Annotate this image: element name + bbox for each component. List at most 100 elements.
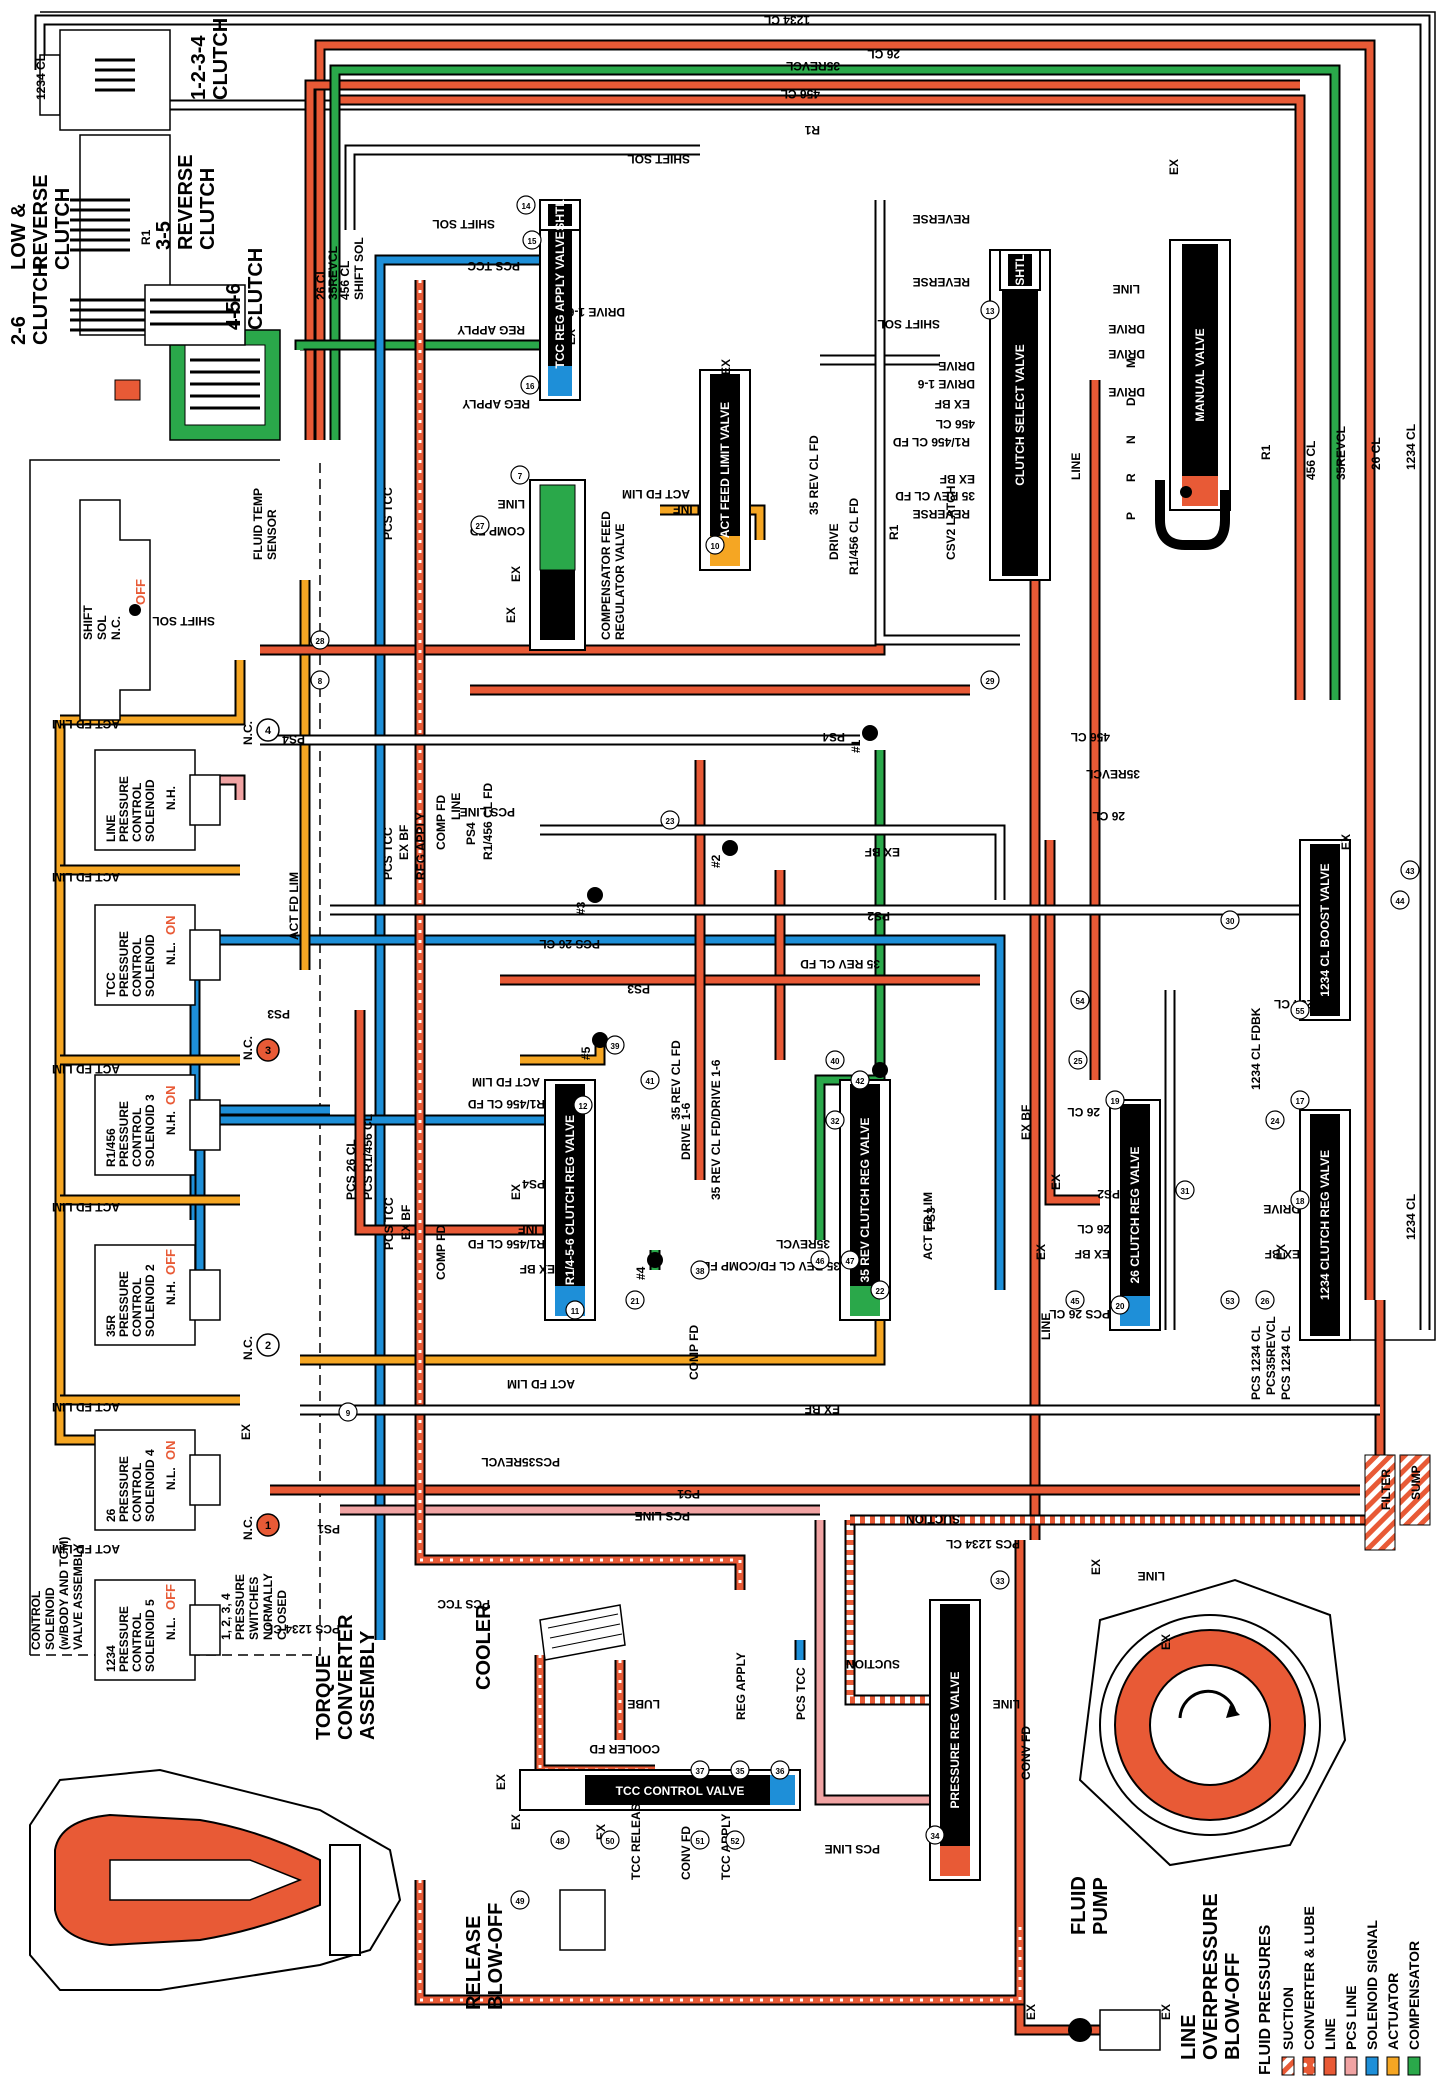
pressure-switch-num-3: 3 [265,1045,271,1057]
orifice-num-53: 53 [1226,1297,1235,1306]
passage-label-64: ACT FD LIM [52,1400,120,1414]
checkball-label-5: #5 [579,1046,593,1060]
orifice-num-16: 16 [526,382,535,391]
legend-item-actuator: ACTUATOR [1385,1973,1401,2076]
passage-vlabel-49: TCC APPLY [719,1814,733,1880]
tcc-control-valve: TCC CONTROL VALVE [519,1769,801,1811]
ex-label-7: EX [1274,1244,1288,1260]
orifice-num-25: 25 [1074,1057,1083,1066]
orifice-35: 35 [730,1760,750,1780]
orifice-num-13: 13 [986,307,995,316]
passage-vlabel-19: PCS TCC [381,827,395,880]
label-clutch-1234: 1-2-3-4CLUTCH [188,18,232,100]
legend-label-actuator: ACTUATOR [1385,1973,1401,2050]
passage-label-37: EX BF [865,845,900,859]
passage-vlabel-8: DRIVE [827,523,841,560]
line-overpressure-ball [1068,2018,1092,2042]
passage-label-24: DRIVE [1108,347,1145,361]
passage-label-15: DRIVE 1-6 [917,377,975,391]
orifice-33: 33 [990,1570,1010,1590]
orifice-37: 37 [690,1760,710,1780]
sump-box [1399,1454,1431,1526]
orifice-28: 28 [310,630,330,650]
shtl-1-label: SHTL [553,199,567,230]
ex-label-2: EX [719,359,733,375]
passage-reg-apply [414,280,746,1590]
orifice-24: 24 [1265,1110,1285,1130]
solenoid-state-3: ON [163,1086,178,1106]
passage-label-73: PCS 1234 CL [266,1622,340,1636]
orifice-num-23: 23 [666,817,675,826]
orifice-48: 48 [550,1830,570,1850]
passage-label-11: REVERSE [913,212,970,226]
passage-vlabel-25: R1/456 CL FD [481,783,495,860]
ex-label-4: EX [504,607,518,623]
legend-title: FLUID PRESSURES [1257,1924,1274,2075]
passage-label-13: SHIFT SOL [877,317,940,331]
passage-label-3: 456 CL [781,87,820,101]
orifice-num-37: 37 [696,1767,705,1776]
passage-vlabel-10: R1 [887,524,901,540]
orifice-num-28: 28 [316,637,325,646]
orifice-16: 16 [520,375,540,395]
passage-26cl-mid [1044,840,1100,1206]
passage-label-77: LUBE [627,1697,660,1711]
checkball-label-4: #4 [634,1266,648,1280]
passage-vlabel-45: PCS TCC [794,1667,808,1720]
checkball-label-3: #3 [574,901,588,915]
label-cooler: COOLER [473,1604,495,1690]
legend-item-suction: SUCTION [1280,1987,1296,2076]
passage-vlabel-16: 26 CL [1369,437,1383,470]
passage-vlabel-12: LINE [1069,453,1083,480]
label-fluid-pump: FLUIDPUMP [1068,1876,1112,1935]
label-clutch-35-reverse: 3-5REVERSECLUTCH [153,154,219,250]
passage-label-79: PCS LINE [825,1842,880,1856]
passage-vlabel-35: EX BF [1019,1105,1033,1140]
orifice-num-51: 51 [696,1837,705,1846]
passage-label-56: 35 REV CL FD/COMP FD [701,1259,840,1273]
orifice-27: 27 [470,515,490,535]
shift-solenoid [79,499,151,721]
passage-label-39: PCS LINE [460,805,515,819]
passage-vlabel-31: DRIVE 1-6 [679,1102,693,1160]
solenoid-name-6: 1234PRESSURECONTROLSOLENOID 5 [104,1599,157,1672]
passage-label-16: EX BF [935,397,970,411]
passage-label-34: 456 CL [1071,730,1110,744]
orifice-num-52: 52 [731,1837,740,1846]
passage-vlabel-6: R1 [139,229,153,245]
orifice-44: 44 [1390,890,1410,910]
label-sump: SUMP [1409,1465,1423,1500]
pressure-switch-num-4: 4 [265,725,272,737]
passage-label-75: SUCTION [846,1657,900,1671]
compensator-feed-regulator-valve [529,479,586,651]
passage-vlabel-27: PCS R1/456 CL [361,1114,375,1200]
orifice-26: 26 [1255,1290,1275,1310]
passage-label-67: PS1 [317,1522,340,1536]
passage-label-57: 26 CL [1077,1222,1110,1236]
orifice-21: 21 [625,1290,645,1310]
orifice-25: 25 [1068,1050,1088,1070]
cooler-drawing [539,1604,626,1661]
ex-label-15: EX [1024,2004,1038,2020]
passage-label-71: PCS 1234 CL [946,1537,1020,1551]
orifice-31: 31 [1175,1180,1195,1200]
orifice-num-26: 26 [1261,1297,1270,1306]
passage-vlabel-48: CONV FD [679,1826,693,1880]
orifice-num-15: 15 [528,237,537,246]
orifice-49: 49 [510,1890,530,1910]
orifice-19: 19 [1105,1090,1125,1110]
clutch1234-reg-valve-label: 1234 CLUTCH REG VALVE [1318,1150,1332,1300]
passage-label-46: ACT FD LIM [472,1075,540,1089]
tcc-control-valve-label: TCC CONTROL VALVE [616,1784,745,1798]
label-torque-converter: TORQUECONVERTERASSEMBLY [313,1614,379,1740]
solenoid-state-5: ON [163,1441,178,1461]
gear-position-D: D [1124,397,1138,406]
orifice-54: 54 [1070,990,1090,1010]
passage-vlabel-17: 1234 CL [1404,424,1418,470]
passage-vlabel-46: REG APPLY [734,1652,748,1720]
passage-vlabel-3: 456 CL [338,261,352,300]
orifice-num-11: 11 [571,1307,580,1316]
